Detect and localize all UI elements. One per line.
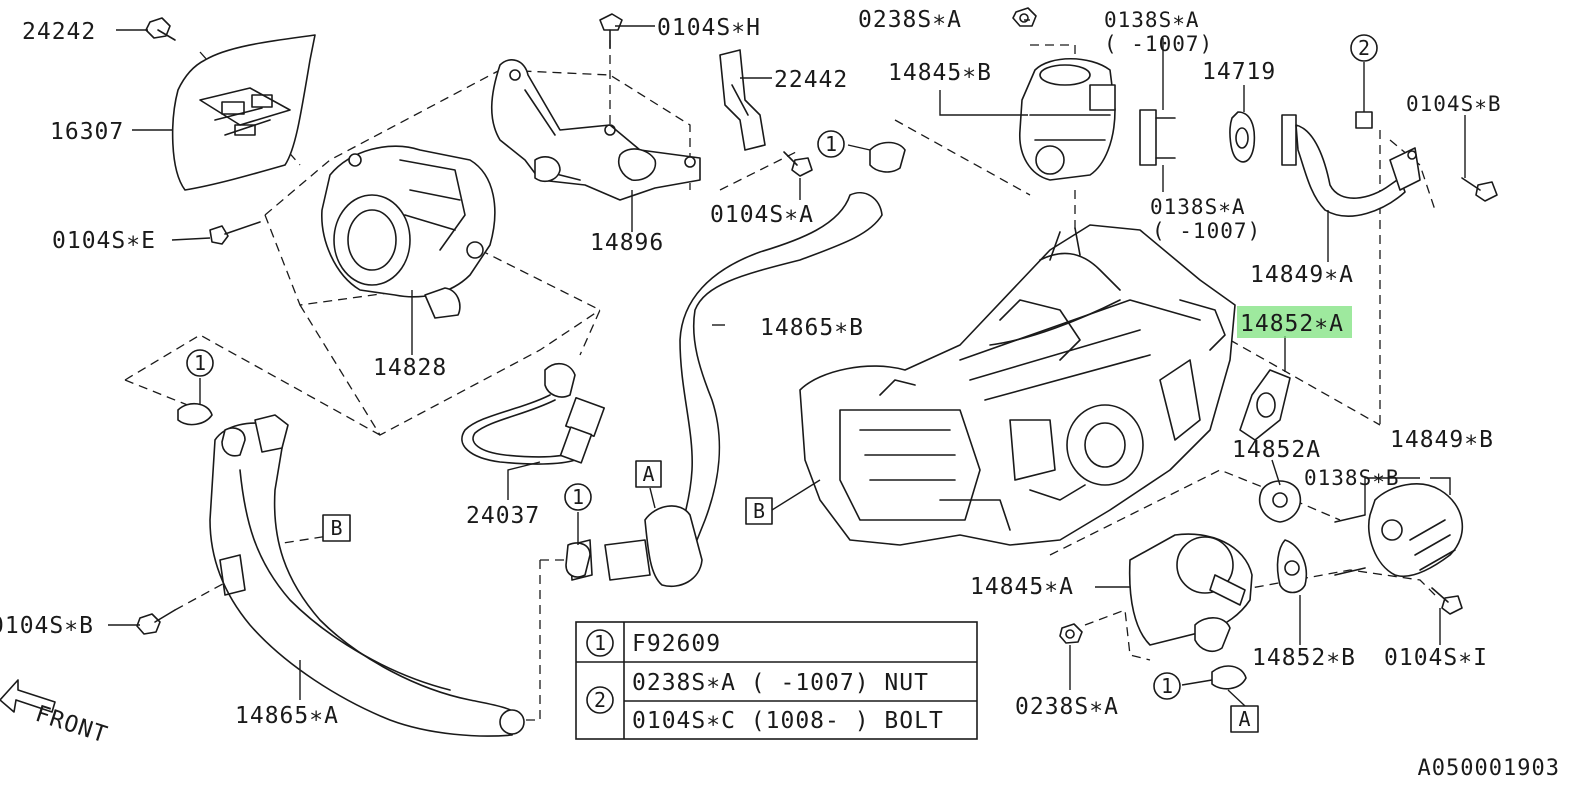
hose-fitting-center bbox=[569, 505, 703, 587]
highlight-14852-A bbox=[1237, 306, 1352, 338]
front-arrow-icon bbox=[0, 679, 56, 713]
label-0238S-A-bottom: 0238S∗A bbox=[1015, 694, 1119, 720]
clamp-bottom bbox=[1211, 665, 1247, 690]
callout-2-top: 2 bbox=[1350, 34, 1378, 62]
callout-1-center: 1 bbox=[564, 483, 592, 511]
heat-shield-16307 bbox=[171, 34, 316, 191]
label-14852A: 14852A bbox=[1232, 437, 1321, 463]
label-14849-B: 14849∗B bbox=[1390, 427, 1494, 453]
label-0138S-B: 0138S∗B bbox=[1304, 466, 1400, 490]
label-1007-mid: ( -1007) bbox=[1152, 219, 1261, 243]
label-22442: 22442 bbox=[774, 67, 848, 93]
label-0238S-A-top: 0238S∗A bbox=[858, 7, 962, 33]
label-14865-B: 14865∗B bbox=[760, 315, 864, 341]
label-14719: 14719 bbox=[1202, 59, 1276, 85]
pipe-14849-A bbox=[1281, 114, 1421, 217]
label-14849-A: 14849∗A bbox=[1250, 262, 1354, 288]
valve-14845-A bbox=[1128, 533, 1253, 652]
label-16307: 16307 bbox=[50, 119, 124, 145]
hose-24037 bbox=[461, 362, 606, 465]
legend-text-1: F92609 bbox=[632, 631, 721, 657]
bolt-0104S-I bbox=[1431, 587, 1463, 615]
leader-lines bbox=[108, 19, 1466, 707]
bracket-22442 bbox=[719, 49, 766, 151]
diagram-id: A050001903 bbox=[1418, 756, 1560, 781]
ref-letter-B-engine: B bbox=[745, 497, 773, 525]
pipe-14849-B bbox=[1368, 483, 1464, 577]
part-labels: 24242 16307 0104S∗E 14828 0104S∗H 22442 … bbox=[0, 7, 1502, 729]
label-0104S-H: 0104S∗H bbox=[657, 15, 761, 41]
bolt-0104S-B-left bbox=[136, 609, 176, 635]
label-14845-A: 14845∗A bbox=[970, 574, 1074, 600]
bracket-14896 bbox=[490, 59, 701, 201]
label-24242: 24242 bbox=[22, 19, 96, 45]
air-pump-14828 bbox=[321, 145, 496, 319]
svg-text:1: 1 bbox=[194, 351, 206, 375]
svg-text:A: A bbox=[642, 462, 654, 486]
legend-row-2: 2 0238S∗A ( -1007) NUT 0104S∗C (1008- ) … bbox=[586, 670, 944, 734]
studs-0138S-B bbox=[1334, 514, 1366, 576]
legend-text-3: 0104S∗C (1008- ) BOLT bbox=[632, 708, 944, 734]
ref-letter-A-center: A bbox=[635, 460, 662, 488]
bolt-0104S-A bbox=[783, 151, 813, 177]
duct-14865-A bbox=[209, 414, 525, 737]
gasket-studs-0138S-A bbox=[1139, 109, 1176, 166]
label-14852-B: 14852∗B bbox=[1252, 645, 1356, 671]
valve-14845-B bbox=[1019, 57, 1116, 181]
label-0104S-I: 0104S∗I bbox=[1384, 645, 1488, 671]
svg-text:A: A bbox=[1238, 707, 1250, 731]
callout-1-hose-top: 1 bbox=[817, 130, 845, 158]
legend-ref-2: 2 bbox=[594, 688, 606, 712]
washer-callout-2 bbox=[1355, 111, 1373, 129]
nut-0238S-A-bottom bbox=[1059, 623, 1083, 644]
label-0104S-A: 0104S∗A bbox=[710, 202, 814, 228]
label-0104S-B-right: 0104S∗B bbox=[1406, 92, 1502, 116]
label-14852-A: 14852∗A bbox=[1240, 311, 1344, 337]
svg-text:B: B bbox=[753, 499, 765, 523]
gasket-14852-B bbox=[1276, 539, 1307, 594]
legend-ref-1: 1 bbox=[594, 631, 606, 655]
label-14865-A: 14865∗A bbox=[235, 703, 339, 729]
callout-1-bottom: 1 bbox=[1153, 672, 1181, 700]
ref-letter-A-bottom: A bbox=[1230, 705, 1259, 733]
label-14845-B: 14845∗B bbox=[888, 60, 992, 86]
nut-0238S-A-top bbox=[1012, 7, 1037, 27]
bolt-0104S-E bbox=[209, 221, 261, 245]
label-14896: 14896 bbox=[590, 230, 664, 256]
engine-block bbox=[799, 224, 1236, 546]
label-0104S-B-left: 0104S∗B bbox=[0, 613, 94, 639]
label-24037: 24037 bbox=[466, 503, 540, 529]
callout-1-left: 1 bbox=[186, 349, 214, 377]
legend-row-1: 1 F92609 bbox=[586, 629, 721, 657]
label-0138S-A-mid: 0138S∗A bbox=[1150, 195, 1246, 219]
callouts: 1 1 1 1 2 bbox=[186, 34, 1378, 700]
gasket-14852A bbox=[1258, 480, 1302, 523]
bolt-24242 bbox=[145, 17, 176, 41]
assembly-guide-lines bbox=[124, 40, 1436, 721]
gasket-14719 bbox=[1229, 111, 1256, 163]
front-label: FRONT bbox=[32, 701, 111, 749]
svg-text:B: B bbox=[330, 516, 342, 540]
clamps bbox=[177, 402, 591, 578]
label-14828: 14828 bbox=[373, 355, 447, 381]
bolt-0104S-B-right bbox=[1461, 177, 1498, 202]
ref-letter-B-left: B bbox=[322, 514, 351, 542]
bolt-0104S-H bbox=[599, 13, 623, 49]
label-0138S-A-top: 0138S∗A bbox=[1104, 8, 1200, 32]
svg-text:1: 1 bbox=[1161, 674, 1173, 698]
svg-text:1: 1 bbox=[572, 485, 584, 509]
gasket-14852-A bbox=[1239, 369, 1291, 441]
legend-text-2: 0238S∗A ( -1007) NUT bbox=[632, 670, 929, 696]
legend-table: 1 F92609 2 0238S∗A ( -1007) NUT 0104S∗C … bbox=[575, 621, 978, 740]
svg-text:1: 1 bbox=[825, 132, 837, 156]
reference-letters: A B B A bbox=[322, 460, 1259, 733]
svg-text:2: 2 bbox=[1358, 36, 1370, 60]
label-0104S-E: 0104S∗E bbox=[52, 228, 156, 254]
label-1007-top: ( -1007) bbox=[1104, 32, 1213, 56]
